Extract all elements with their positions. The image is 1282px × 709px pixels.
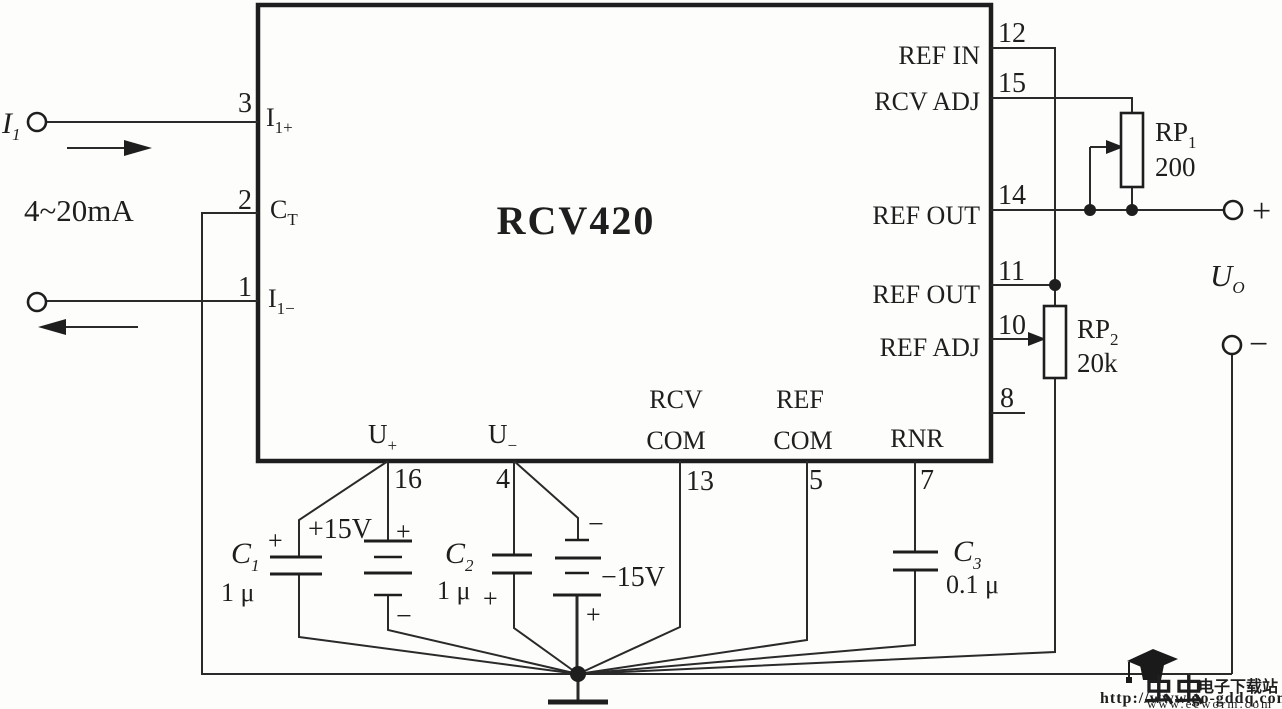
pin16-number: 16 bbox=[394, 464, 422, 495]
output-terminal-minus bbox=[1221, 334, 1243, 356]
vpos-short-plates bbox=[374, 555, 402, 597]
wiper-arrow-rp2-icon bbox=[1028, 332, 1046, 346]
watermark-url-gddq: http://www.go-gddq.com bbox=[1100, 690, 1282, 707]
watermark-site-cn: 电子下载站 bbox=[1198, 677, 1278, 696]
ground-junction bbox=[570, 666, 586, 682]
rp1-value: 200 bbox=[1155, 152, 1196, 182]
pin15-number: 15 bbox=[998, 68, 1026, 99]
source-current-sub: 1 bbox=[12, 125, 21, 144]
pin4-number: 4 bbox=[496, 464, 510, 495]
wire-pin12 bbox=[991, 47, 1056, 306]
pin5-label-line2: COM bbox=[773, 426, 832, 455]
vneg-long-plates bbox=[553, 556, 601, 597]
watermark-url-eeworm: www.eeworm.com bbox=[1147, 696, 1273, 709]
rp1-label: RP1 bbox=[1155, 117, 1197, 152]
input-terminal-top bbox=[26, 111, 48, 133]
vneg-short-plates bbox=[565, 538, 589, 575]
wire-pin4-battery bbox=[513, 460, 579, 540]
c1-capacitor bbox=[270, 555, 322, 576]
c3-capacitor bbox=[893, 550, 938, 572]
junction-rp1-refout bbox=[1126, 204, 1138, 216]
pin3-number: 3 bbox=[238, 88, 252, 119]
chip-name: RCV420 bbox=[497, 198, 656, 243]
wire-c2-ground bbox=[513, 573, 579, 675]
rp2-value: 20k bbox=[1077, 348, 1118, 378]
wire-pin16-c1 bbox=[298, 460, 389, 557]
arrow-right-icon bbox=[124, 140, 152, 156]
arrow-left-icon bbox=[38, 319, 66, 335]
current-range-label: 4~20mA bbox=[24, 193, 134, 228]
watermark-brand-cn: 虫虫 bbox=[1144, 675, 1204, 708]
source-current-main: I bbox=[1, 107, 14, 140]
pin11-number: 11 bbox=[998, 256, 1025, 287]
wire-pin5-ground bbox=[577, 461, 808, 675]
pin2-number: 2 bbox=[238, 185, 252, 216]
junction-wiper-refout bbox=[1084, 204, 1096, 216]
pin16-label: U+ bbox=[368, 419, 397, 455]
pin12-label: REF IN bbox=[898, 41, 980, 70]
vpos-long-plates bbox=[364, 539, 412, 575]
pin3-label: I1+ bbox=[266, 103, 293, 137]
input-terminal-bottom bbox=[26, 291, 48, 313]
graduation-cap-icon bbox=[1127, 649, 1178, 671]
c3-value: 0.1 μ bbox=[946, 570, 999, 599]
pin8-number: 8 bbox=[1000, 383, 1014, 414]
rp2-resistor bbox=[1042, 304, 1068, 380]
pin7-number: 7 bbox=[920, 465, 934, 496]
rp2-label: RP2 bbox=[1077, 314, 1119, 349]
wire-pin2-to-rail bbox=[201, 212, 258, 674]
pin5-number: 5 bbox=[809, 465, 823, 496]
c3-label: C3 bbox=[953, 535, 982, 573]
output-terminal-plus bbox=[1222, 199, 1244, 221]
pin13-label-line2: COM bbox=[646, 426, 705, 455]
vpos-bottom-polarity: − bbox=[396, 601, 412, 632]
pin13-number: 13 bbox=[686, 466, 714, 497]
source-current-label: I1 bbox=[1, 107, 21, 144]
pin4-label: U− bbox=[488, 419, 517, 455]
output-voltage-label: UO bbox=[1210, 258, 1245, 297]
graduation-cap-base bbox=[1140, 665, 1164, 680]
pin14-label: REF OUT bbox=[872, 201, 980, 230]
c1-label: C1 bbox=[231, 537, 260, 575]
c2-polarity: + bbox=[483, 584, 498, 613]
pin10-number: 10 bbox=[998, 310, 1026, 341]
wire-vpos-ground bbox=[387, 595, 579, 675]
pin14-number: 14 bbox=[998, 180, 1026, 211]
pin15-label: RCV ADJ bbox=[874, 87, 980, 116]
pin12-number: 12 bbox=[998, 18, 1026, 49]
pin1-number: 1 bbox=[238, 272, 252, 303]
pin5-label-line1: REF bbox=[776, 385, 824, 414]
wire-pin13-ground bbox=[577, 461, 681, 675]
vneg-bottom-polarity: + bbox=[586, 600, 601, 629]
vpos-label: +15V bbox=[308, 514, 372, 545]
pin10-label: REF ADJ bbox=[880, 333, 980, 362]
pin13-label-line1: RCV bbox=[649, 385, 703, 414]
c1-value: 1 μ bbox=[221, 578, 254, 607]
c2-label: C2 bbox=[445, 537, 474, 575]
wire-c3-ground bbox=[577, 570, 916, 675]
output-minus-sign: − bbox=[1249, 326, 1268, 363]
pin7-label: RNR bbox=[890, 424, 944, 453]
pin2-label: CT bbox=[270, 195, 298, 229]
vneg-label: −15V bbox=[601, 562, 665, 593]
output-plus-sign: + bbox=[1252, 193, 1271, 230]
chip-outline bbox=[255, 2, 994, 464]
c2-capacitor bbox=[492, 553, 532, 575]
c1-polarity: + bbox=[268, 526, 283, 555]
vneg-top-polarity: − bbox=[588, 509, 604, 540]
pin11-label: REF OUT bbox=[872, 280, 980, 309]
vpos-top-polarity: + bbox=[396, 517, 411, 546]
wire-c1-ground bbox=[298, 574, 579, 675]
wire-rp2-to-ground bbox=[577, 378, 1056, 675]
rp1-resistor bbox=[1119, 111, 1145, 189]
wire-rp1-wiper bbox=[1089, 146, 1108, 210]
pin1-label: I1− bbox=[268, 284, 295, 318]
wiper-arrow-rp1-icon bbox=[1106, 140, 1124, 154]
wire-pin15 bbox=[991, 97, 1133, 113]
junction-pin11 bbox=[1049, 279, 1061, 291]
c2-value: 1 μ bbox=[437, 576, 470, 605]
graduation-cap-tassel-end bbox=[1126, 677, 1132, 683]
